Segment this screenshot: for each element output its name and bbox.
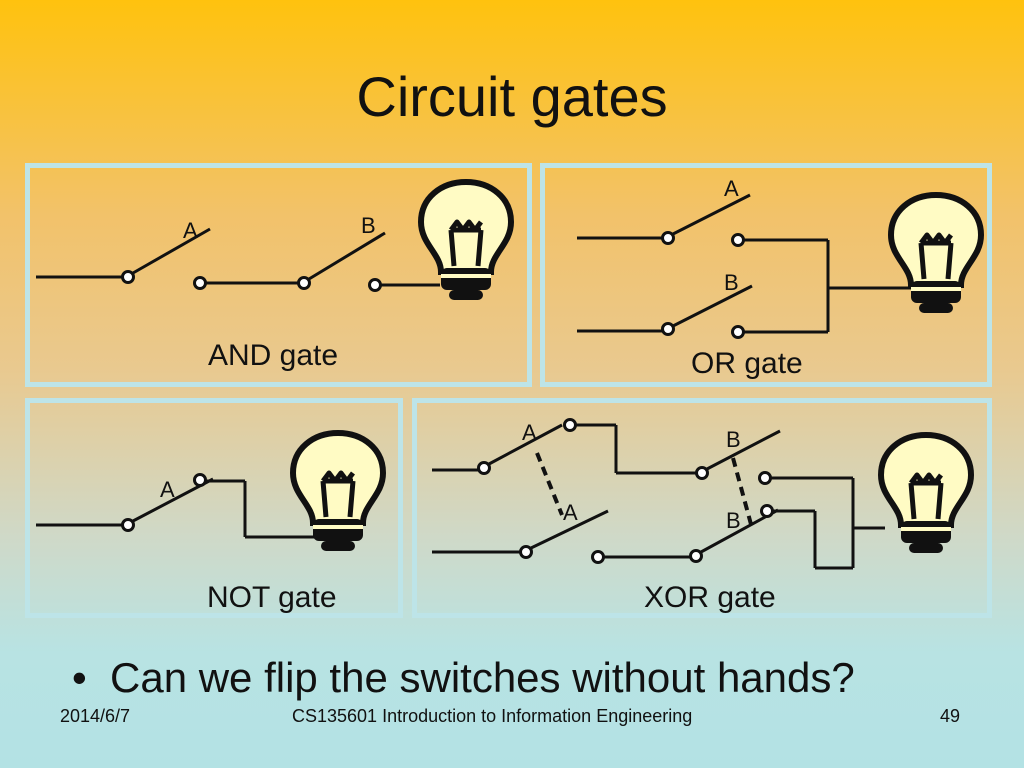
xor-label-a-bottom: A xyxy=(563,500,578,525)
bullet-dot-icon: • xyxy=(72,654,87,701)
or-gate-panel xyxy=(540,163,992,387)
slide-title: Circuit gates xyxy=(356,65,668,128)
or-label-b: B xyxy=(724,270,739,295)
footer-date: 2014/6/7 xyxy=(60,706,131,726)
and-bulb-icon xyxy=(421,182,511,300)
xor-label-a-top: A xyxy=(522,420,537,445)
and-label-b: B xyxy=(361,213,376,238)
or-gate-caption: OR gate xyxy=(691,347,803,380)
not-gate-panel xyxy=(25,398,403,618)
bullet-text: Can we flip the switches without hands? xyxy=(110,654,855,701)
not-bulb-icon xyxy=(293,433,383,551)
xor-label-b-bottom: B xyxy=(726,508,741,533)
or-label-a: A xyxy=(724,176,739,201)
or-bulb-icon xyxy=(891,195,981,313)
and-gate-panel xyxy=(25,163,532,387)
and-gate-circuit xyxy=(36,227,440,292)
xor-gate-caption: XOR gate xyxy=(644,581,776,614)
footer-course: CS135601 Introduction to Information Eng… xyxy=(292,706,693,726)
or-gate-circuit xyxy=(577,193,915,339)
xor-gate-circuit xyxy=(432,418,885,570)
not-gate-circuit xyxy=(36,473,315,539)
not-label-a: A xyxy=(160,477,175,502)
xor-bulb-icon xyxy=(881,435,971,553)
footer-page-number: 49 xyxy=(940,706,961,726)
xor-label-b-top: B xyxy=(726,427,741,452)
and-gate-caption: AND gate xyxy=(208,339,338,372)
and-label-a: A xyxy=(183,218,198,243)
xor-gate-panel xyxy=(412,398,992,618)
bullet-point: • Can we flip the switches without hands? xyxy=(72,650,855,706)
not-gate-caption: NOT gate xyxy=(207,581,337,614)
